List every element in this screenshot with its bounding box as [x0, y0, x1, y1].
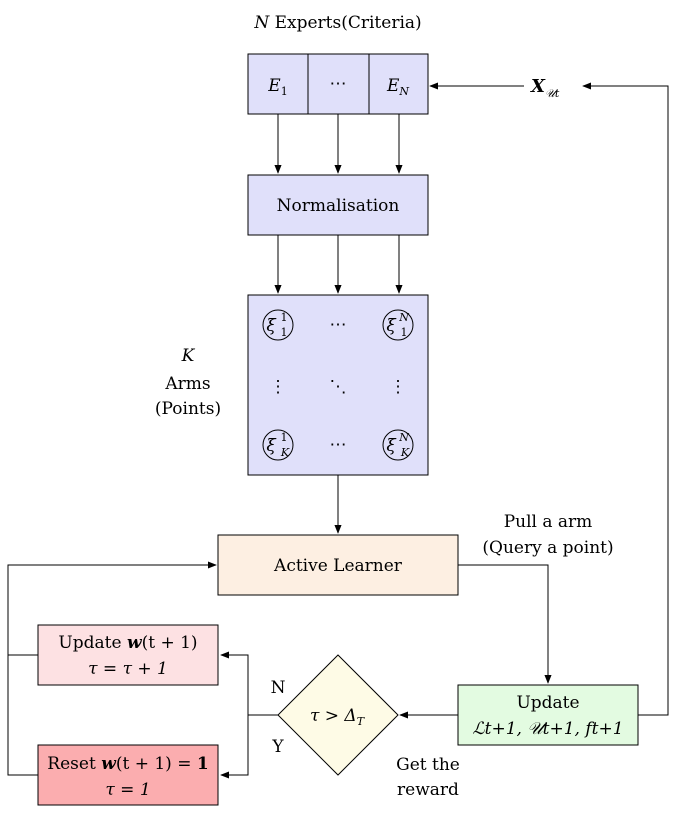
svg-text:1: 1	[281, 431, 288, 444]
matrix-vdots-right: ⋮	[390, 377, 407, 397]
svg-text:N: N	[398, 431, 409, 444]
matrix-entry-top-right: ξ N 1	[382, 309, 414, 341]
branch-label-y: Y	[271, 737, 284, 757]
arrow-learner-to-update	[458, 564, 552, 684]
matrix-entry-bottom-right: ξ N K	[382, 429, 414, 461]
svg-text:1: 1	[281, 326, 288, 339]
svg-text:ξ: ξ	[386, 436, 397, 456]
arrow-branch-n	[220, 651, 249, 715]
expert-cell-first	[247, 53, 309, 115]
normalisation-box	[247, 174, 429, 236]
svg-text:K: K	[400, 446, 410, 459]
matrix-hdots-top: ⋯	[330, 315, 347, 335]
input-label: X𝒰t	[530, 76, 560, 100]
svg-text:ξ: ξ	[266, 316, 277, 336]
matrix-hdots-bottom: ⋯	[330, 435, 347, 455]
loop-reset-to-learner	[7, 561, 217, 776]
matrix-vdots-left: ⋮	[270, 377, 287, 397]
expert-dots-label: ⋯	[330, 74, 347, 94]
matrix-ddots: ⋱	[330, 377, 347, 397]
matrix-entry-top-left: ξ 1 1	[262, 309, 294, 341]
pull-label-line2: (Query a point)	[482, 538, 613, 558]
svg-text:1: 1	[281, 311, 288, 324]
update-weights-line2: τ = τ + 1	[88, 659, 168, 679]
reset-weights-line1: Reset w(t + 1) = 1	[47, 754, 208, 774]
decision-diamond	[277, 654, 399, 776]
expert-first-label: E1	[267, 76, 287, 98]
expert-cell-last	[368, 53, 429, 115]
svg-text:N: N	[398, 311, 409, 324]
update-sets-line1: Update	[516, 693, 579, 713]
experts-box: E1 ⋯ EN	[247, 53, 429, 115]
normalisation-label: Normalisation	[277, 196, 400, 216]
reset-weights-line2: τ = 1	[105, 780, 150, 800]
update-weights-line1: Update w(t + 1)	[58, 633, 197, 653]
arms-label-var: K	[181, 346, 196, 366]
update-sets-line2: ℒt+1, 𝒰t+1, ft+1	[472, 719, 623, 739]
reset-weights-box	[37, 744, 219, 806]
decision-label: τ > ΔT	[310, 706, 366, 728]
svg-text:ξ: ξ	[386, 316, 397, 336]
arms-label-line3: (Points)	[155, 399, 221, 419]
active-learner-label: Active Learner	[273, 556, 403, 576]
svg-text:ξ: ξ	[266, 436, 277, 456]
reward-label-line2: reward	[397, 780, 459, 800]
arms-matrix-box	[247, 294, 429, 476]
expert-cell-dots	[307, 53, 370, 115]
active-learner-box	[217, 534, 459, 596]
matrix-entry-bottom-left: ξ 1 K	[262, 429, 294, 461]
expert-last-label: EN	[386, 76, 409, 98]
svg-text:1: 1	[401, 326, 408, 339]
reward-label-line1: Get the	[396, 755, 460, 775]
update-weights-box	[37, 624, 219, 686]
arrow-update-to-input	[582, 82, 669, 716]
arms-label-line2: Arms	[164, 374, 210, 394]
branch-label-n: N	[271, 678, 286, 698]
arrow-branch-y	[220, 715, 249, 779]
pull-label-line1: Pull a arm	[504, 512, 593, 532]
experts-title: N Experts(Criteria)	[253, 13, 421, 33]
svg-text:K: K	[280, 446, 290, 459]
